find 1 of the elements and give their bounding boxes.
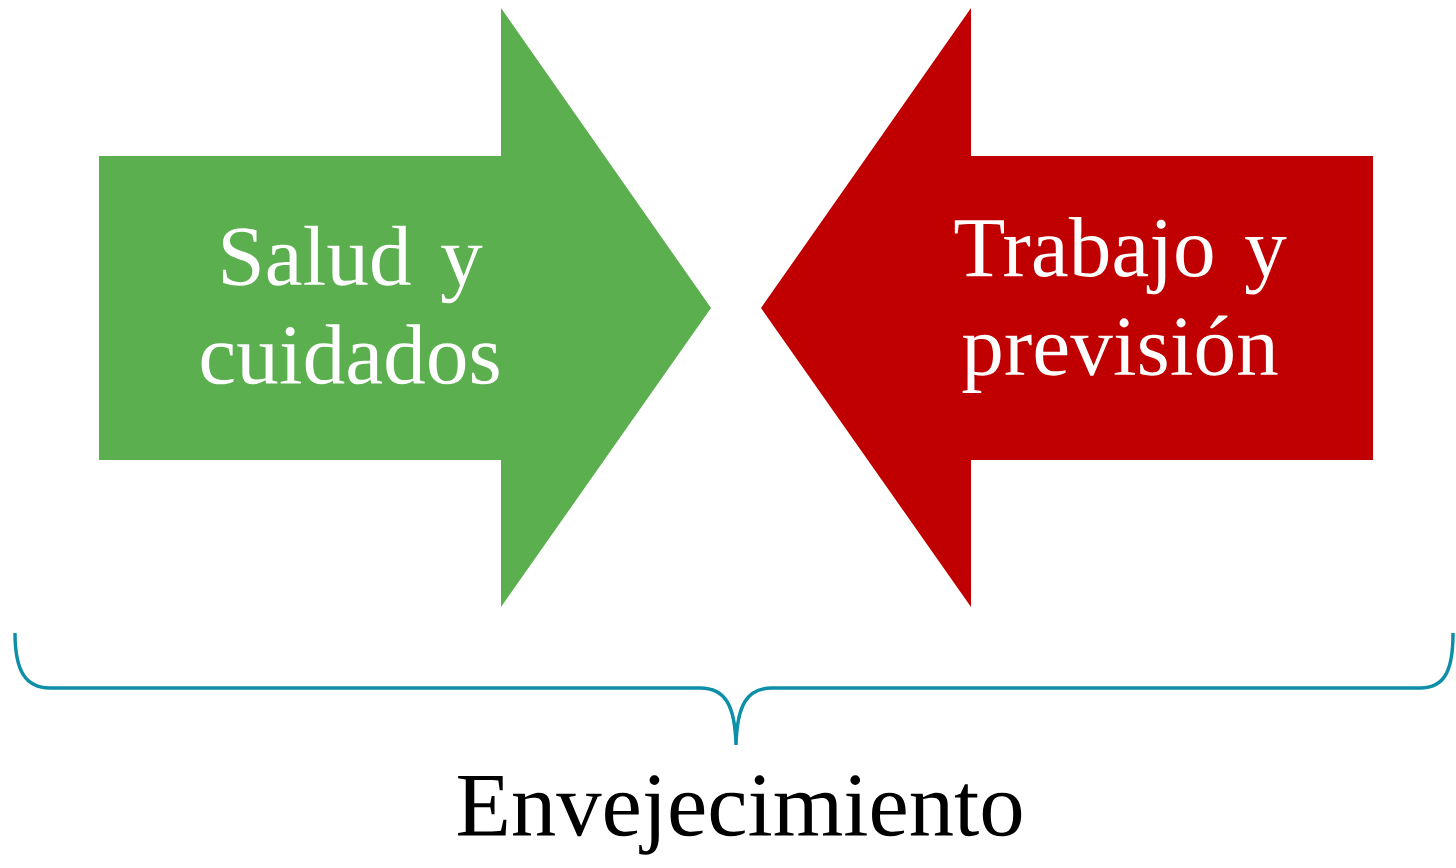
brace-label: Envejecimiento: [458, 775, 1022, 855]
